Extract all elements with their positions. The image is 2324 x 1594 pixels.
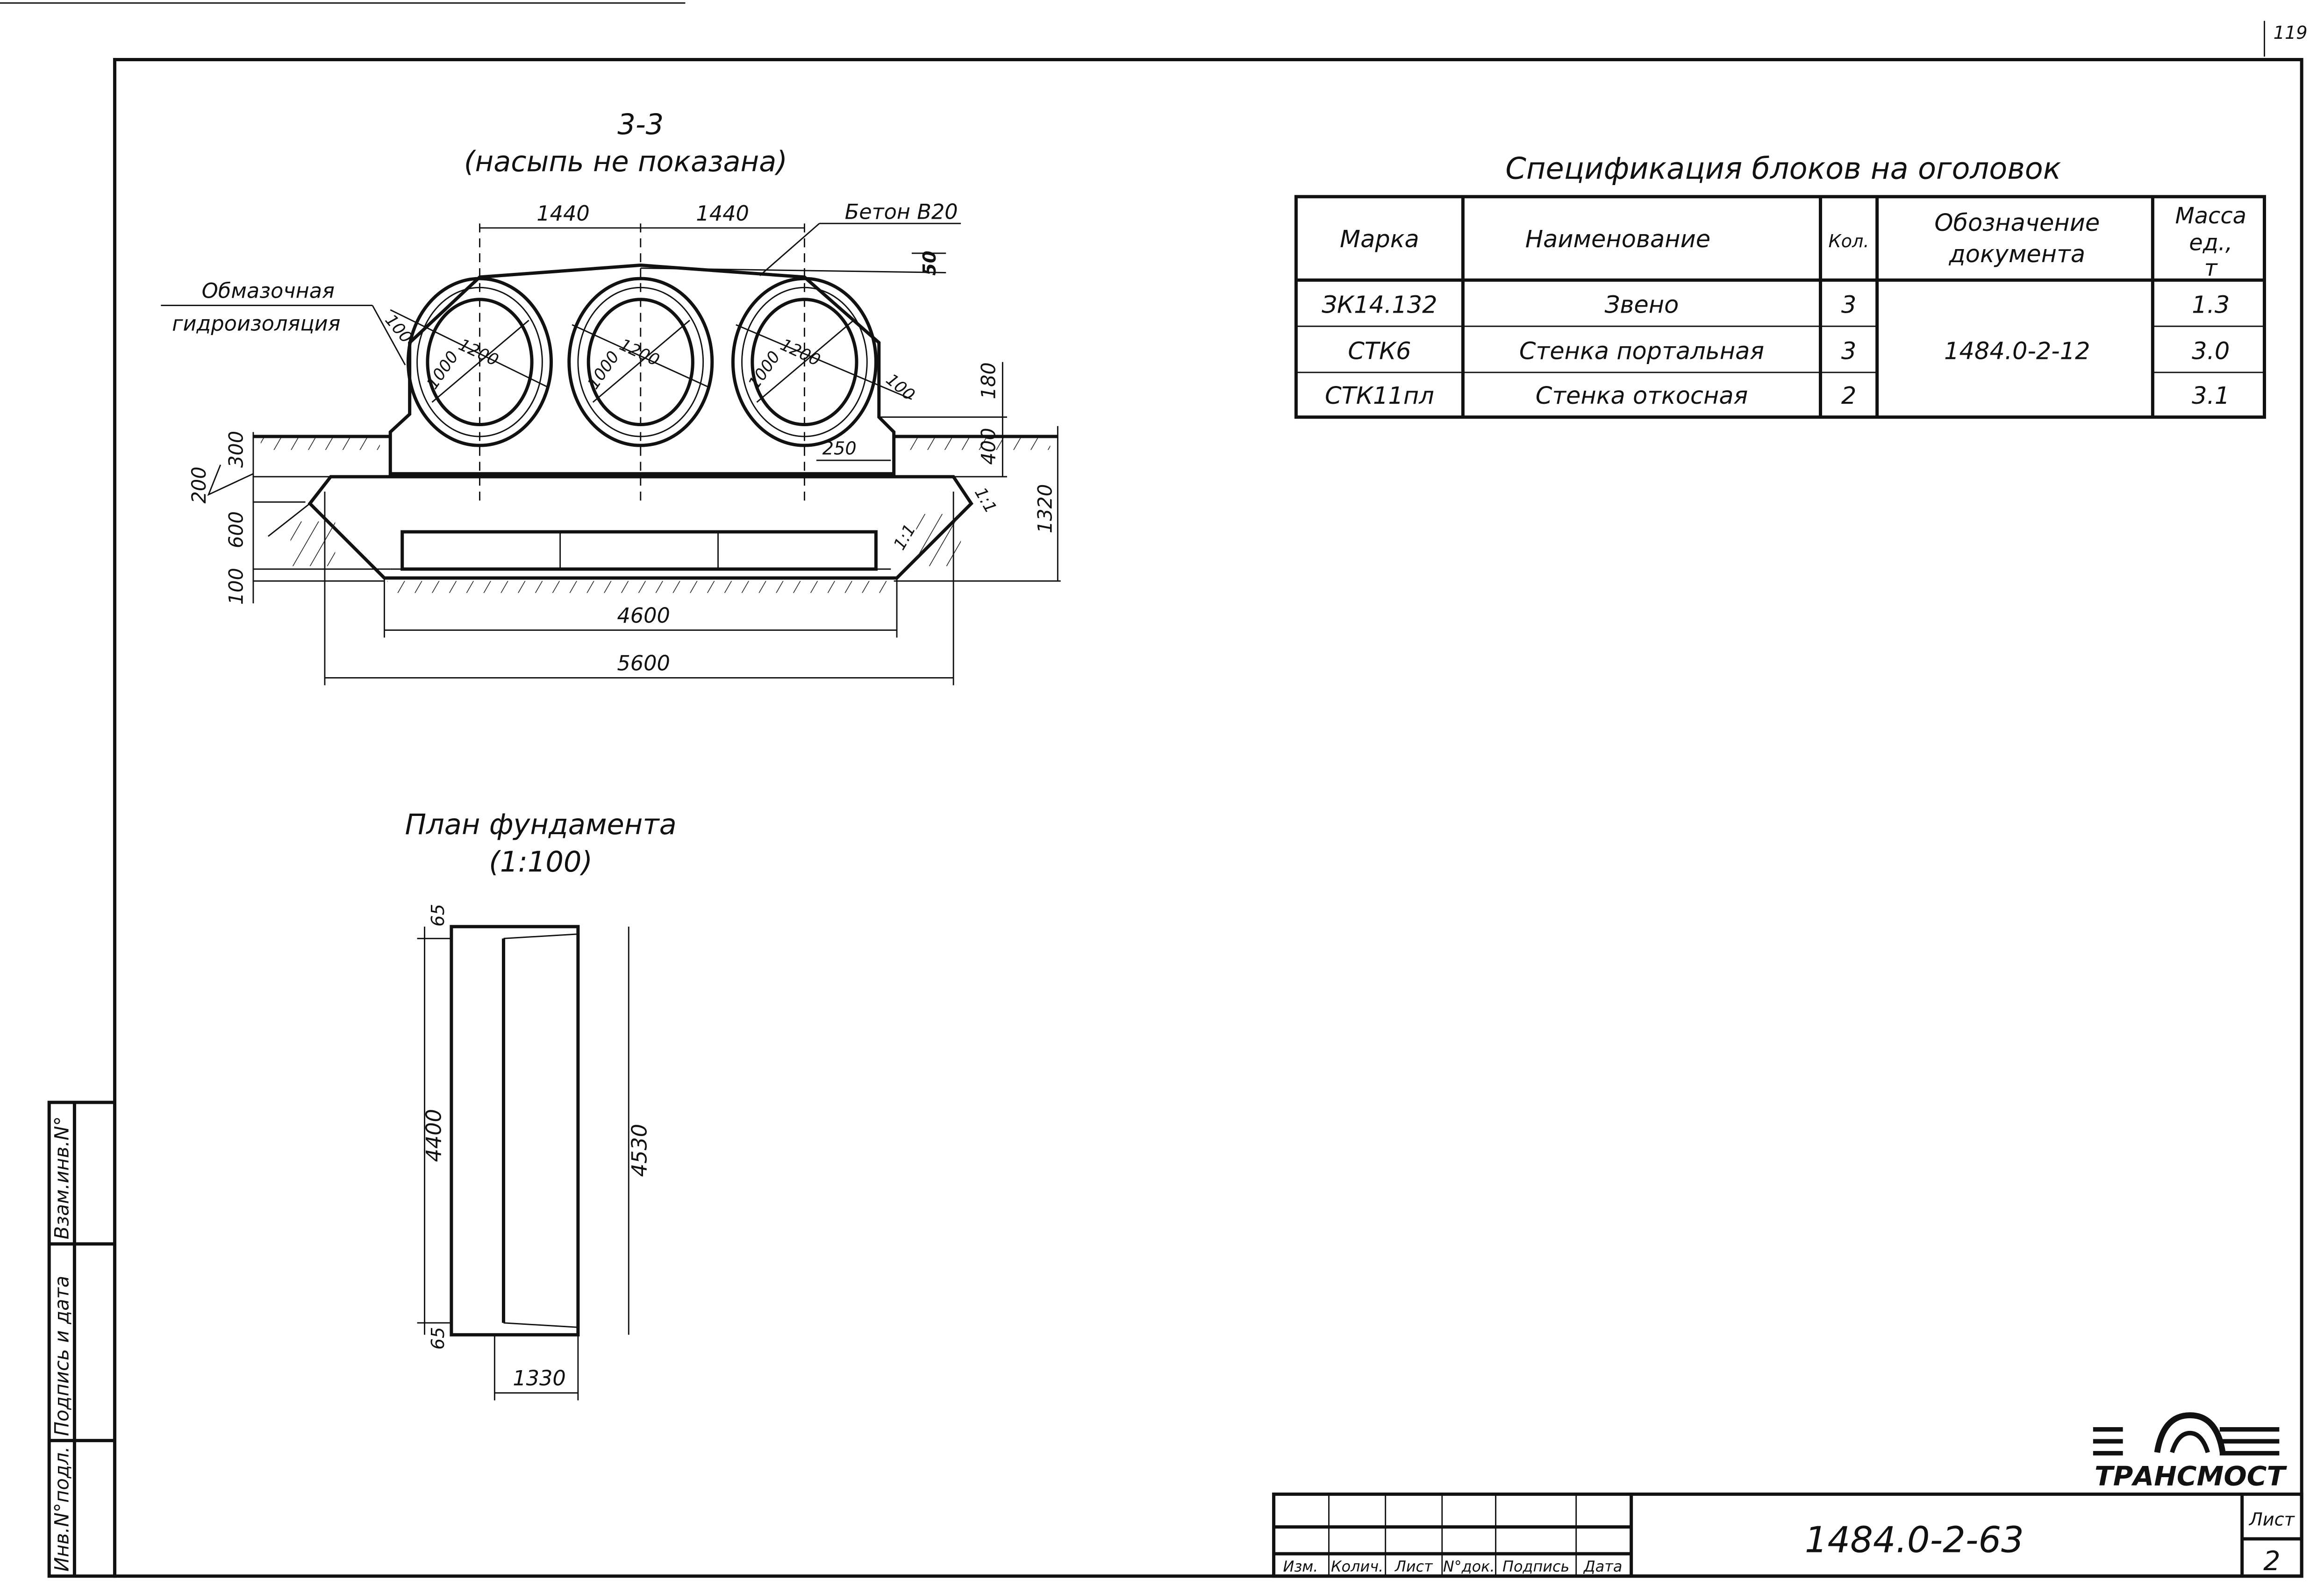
dim-4600: 4600 <box>617 604 670 628</box>
cell-qty: 2 <box>1841 382 1856 410</box>
col-doc: N°док. <box>1443 1558 1495 1575</box>
dim-od-left: 1200 <box>456 335 501 370</box>
col-signature: Подпись <box>1502 1558 1569 1575</box>
stamp-replace-inv: Взам.инв.N° <box>51 1116 73 1240</box>
header-mark: Марка <box>1340 226 1419 253</box>
dim-top-cover: 50 <box>919 251 940 276</box>
foundation-plan: План фундамента (1:100) 65 4400 4530 65 … <box>405 808 677 1401</box>
dim-spacing-right: 1440 <box>696 201 749 226</box>
col-qty: Колич. <box>1331 1558 1383 1575</box>
plan-dim-4400: 4400 <box>422 1109 446 1162</box>
plan-title: План фундамента <box>405 808 677 841</box>
plan-dim-1330: 1330 <box>513 1366 566 1391</box>
drawing-designation: 1484.0-2-63 <box>1805 1520 2024 1561</box>
header-mass-1: Масса <box>2175 203 2246 229</box>
stamp-sign-date: Подпись и дата <box>51 1276 73 1436</box>
cell-qty: 3 <box>1841 337 1856 365</box>
cell-name: Стенка откосная <box>1536 382 1748 410</box>
sheet-number: 2 <box>2263 1545 2281 1577</box>
sheet-label: Лист <box>2248 1509 2295 1530</box>
section-title: 3-3 <box>617 108 664 141</box>
plan-dim-top: 65 <box>428 904 449 927</box>
title-block: Изм. Колич. Лист N°док. Подпись Дата 148… <box>1272 1492 2303 1578</box>
dim-180: 180 <box>977 362 1000 399</box>
label-waterproofing-1: Обмазочная <box>202 279 335 303</box>
plan-scale: (1:100) <box>489 846 593 879</box>
section-3-3: 3-3 (насыпь не показана) <box>161 108 1061 686</box>
col-date: Дата <box>1583 1558 1622 1575</box>
sheet-corner-number: 119 <box>2274 22 2308 43</box>
pipe-left <box>390 277 553 447</box>
side-stamp: Взам.инв.N° Подпись и дата Инв.N°подл. <box>47 1101 116 1578</box>
header-qty: Кол. <box>1828 231 1869 252</box>
cell-name: Звено <box>1605 291 1679 319</box>
label-concrete: Бетон В20 <box>845 200 958 224</box>
col-sheet: Лист <box>1394 1558 1433 1575</box>
dim-id-right: 1000 <box>744 348 784 393</box>
cell-mark: СТК6 <box>1348 337 1411 365</box>
col-change: Изм. <box>1283 1558 1318 1575</box>
dim-5600: 5600 <box>617 651 670 676</box>
dim-250: 250 <box>822 438 857 459</box>
cell-mass: 3.0 <box>2192 337 2230 365</box>
table-row: СТК6 Стенка портальная 3 3.0 <box>1348 337 2230 365</box>
cell-qty: 3 <box>1841 291 1856 319</box>
dim-spacing-left: 1440 <box>536 201 590 226</box>
dim-600: 600 <box>225 511 248 548</box>
header-doc-1: Обозначение <box>1934 209 2100 237</box>
logo-text: ТРАНСМОСТ <box>2095 1460 2287 1492</box>
spec-title: Спецификация блоков на оголовок <box>1505 152 2061 186</box>
spec-table: Спецификация блоков на оголовок Марка На… <box>1294 152 2266 419</box>
dim-200: 200 <box>188 466 210 503</box>
stamp-inv-orig: Инв.N°подл. <box>51 1446 73 1572</box>
sheet-frame <box>113 58 2303 1578</box>
dim-wall-right: 100 <box>882 370 919 405</box>
cell-mass: 1.3 <box>2192 291 2230 319</box>
table-row: СТК11пл Стенка откосная 2 3.1 <box>1325 382 2230 410</box>
plan-outline <box>450 925 580 1337</box>
plan-dim-bottom: 65 <box>428 1327 449 1350</box>
dim-od-mid: 1200 <box>616 335 662 370</box>
dim-400: 400 <box>977 428 1000 465</box>
label-waterproofing-2: гидроизоляция <box>172 312 340 336</box>
cell-document: 1484.0-2-12 <box>1944 337 2090 365</box>
header-mass-3: т <box>2204 256 2218 281</box>
concrete-fill <box>388 263 896 476</box>
cell-name: Стенка портальная <box>1519 337 1764 365</box>
header-name: Наименование <box>1525 226 1710 253</box>
cell-mark: ЗК14.132 <box>1322 291 1437 319</box>
dim-slope-2: 1:1 <box>890 521 920 553</box>
header-mass-2: ед., <box>2189 230 2232 256</box>
plan-dim-4530: 4530 <box>628 1124 652 1177</box>
dim-1320: 1320 <box>1034 484 1057 533</box>
cell-mass: 3.1 <box>2192 382 2230 410</box>
cell-mark: СТК11пл <box>1325 382 1434 410</box>
dim-100: 100 <box>225 568 248 605</box>
transmost-logo: ТРАНСМОСТ <box>2093 1412 2287 1492</box>
dim-slope-1: 1:1 <box>971 484 1001 516</box>
foundation-blocks <box>400 530 878 571</box>
section-subtitle: (насыпь не показана) <box>464 146 787 179</box>
header-doc-2: документа <box>1949 241 2086 268</box>
table-row: ЗК14.132 Звено 3 1.3 <box>1322 291 2230 319</box>
dim-300: 300 <box>225 431 248 468</box>
